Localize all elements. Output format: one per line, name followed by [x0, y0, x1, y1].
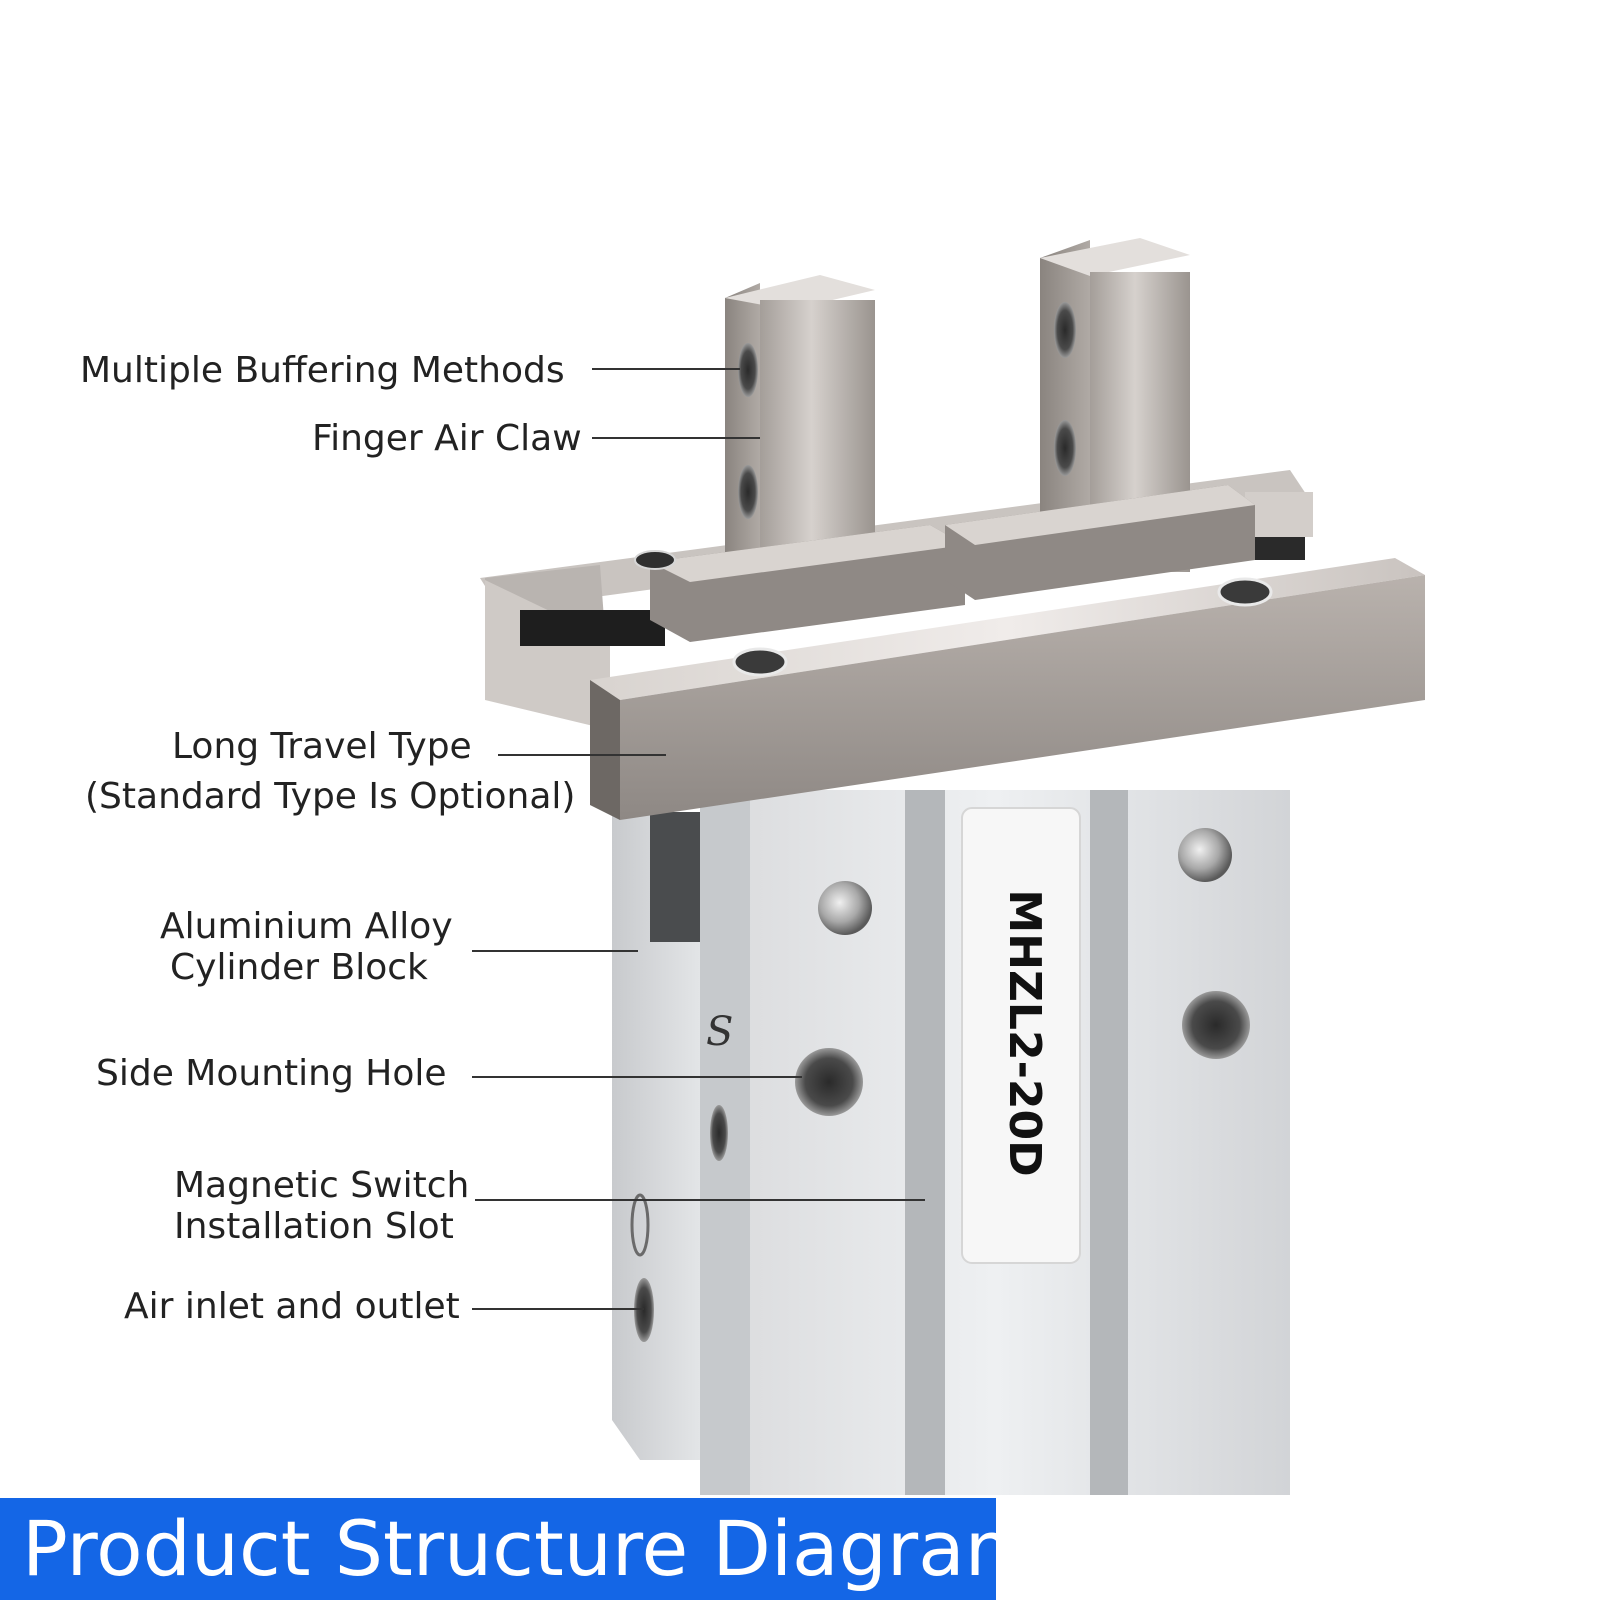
leader-line	[498, 754, 666, 756]
leader-line	[472, 1076, 802, 1078]
leader-line	[472, 1308, 644, 1310]
callout-standard-type-optional: (Standard Type Is Optional)	[85, 776, 576, 817]
finger-hole	[738, 343, 758, 397]
finger-hole	[738, 465, 758, 519]
callout-cylinder-block: Cylinder Block	[170, 947, 428, 988]
model-label-plate	[961, 807, 1081, 1264]
side-port	[710, 1105, 728, 1161]
callout-aluminium-alloy: Aluminium Alloy	[160, 906, 453, 947]
leader-line	[472, 950, 638, 952]
locating-pin	[1178, 828, 1232, 882]
leader-line	[592, 437, 760, 439]
banner-title: Product Structure Diagram	[22, 1504, 1039, 1593]
callout-buffering-methods: Multiple Buffering Methods	[80, 350, 565, 391]
leader-line	[475, 1199, 925, 1201]
callout-air-inlet-outlet: Air inlet and outlet	[124, 1286, 460, 1327]
leader-line	[592, 368, 740, 370]
cylinder-side-face	[612, 812, 700, 1460]
long-travel-rail-top	[590, 558, 1425, 700]
slot-mark: S	[706, 1009, 734, 1055]
screw-icon	[1217, 577, 1273, 607]
side-mounting-hole	[795, 1048, 863, 1116]
callout-magnetic-switch: Magnetic Switch	[174, 1165, 470, 1206]
switch-slot	[1090, 790, 1128, 1495]
callout-installation-slot: Installation Slot	[174, 1206, 454, 1247]
side-mounting-hole	[1182, 991, 1250, 1059]
callout-side-mounting-hole: Side Mounting Hole	[96, 1053, 447, 1094]
callout-long-travel-type: Long Travel Type	[172, 726, 472, 767]
finger-hole	[1054, 302, 1076, 358]
title-banner: Product Structure Diagram	[0, 1498, 1039, 1600]
side-recess	[650, 812, 700, 942]
callout-finger-air-claw: Finger Air Claw	[312, 418, 582, 459]
air-port	[634, 1278, 654, 1342]
finger-right	[1040, 240, 1090, 572]
long-travel-rail-front	[620, 575, 1425, 820]
screw-icon	[732, 647, 788, 677]
model-label-text: MHZL2-20D	[999, 889, 1050, 1177]
finger-hole	[1054, 420, 1076, 476]
magnetic-slot-port	[630, 1193, 650, 1257]
locating-pin	[818, 881, 872, 935]
switch-slot	[905, 790, 945, 1495]
screw-icon	[634, 550, 676, 570]
